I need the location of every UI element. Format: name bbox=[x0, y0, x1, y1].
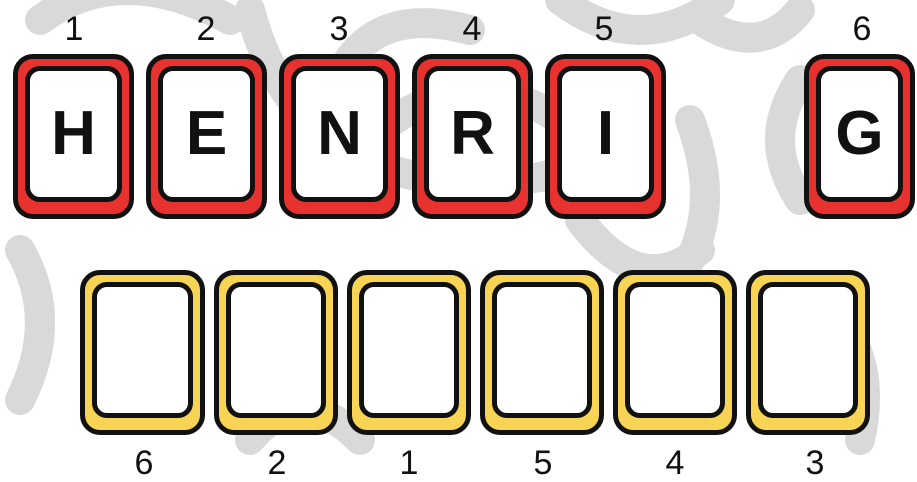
clue-tile-4: R bbox=[412, 54, 533, 219]
answer-slot-4[interactable] bbox=[480, 270, 604, 435]
answer-number-4: 5 bbox=[513, 446, 573, 480]
clue-letter: I bbox=[597, 103, 614, 165]
answer-slot-2[interactable] bbox=[214, 270, 338, 435]
answer-number-6: 3 bbox=[785, 446, 845, 480]
clue-tile-face: H bbox=[25, 66, 122, 202]
answer-number-2: 2 bbox=[247, 446, 307, 480]
clue-letter: H bbox=[51, 103, 96, 165]
answer-slot-5[interactable] bbox=[613, 270, 737, 435]
clue-tile-face: N bbox=[291, 66, 388, 202]
clue-tile-2: E bbox=[146, 54, 267, 219]
clue-tile-face: I bbox=[557, 66, 654, 202]
answer-slot-face[interactable] bbox=[625, 282, 725, 418]
answer-slot-6[interactable] bbox=[746, 270, 870, 435]
clue-tile-face: G bbox=[816, 66, 903, 202]
clue-number-2: 2 bbox=[176, 12, 236, 46]
clue-number-1: 1 bbox=[44, 12, 104, 46]
answer-number-3: 1 bbox=[379, 446, 439, 480]
clue-letter: E bbox=[186, 103, 227, 165]
clue-tile-face: R bbox=[424, 66, 521, 202]
answer-slot-face[interactable] bbox=[492, 282, 592, 418]
clue-letter: R bbox=[450, 103, 495, 165]
clue-tile-6: G bbox=[804, 54, 915, 219]
clue-tile-1: H bbox=[13, 54, 134, 219]
answer-slot-face[interactable] bbox=[359, 282, 459, 418]
answer-slot-face[interactable] bbox=[758, 282, 858, 418]
clue-number-4: 4 bbox=[442, 12, 502, 46]
answer-slot-1[interactable] bbox=[80, 270, 205, 435]
answer-number-1: 6 bbox=[114, 446, 174, 480]
clue-letter: G bbox=[835, 103, 883, 165]
answer-number-5: 4 bbox=[645, 446, 705, 480]
answer-slot-3[interactable] bbox=[347, 270, 471, 435]
clue-tile-3: N bbox=[279, 54, 400, 219]
clue-letter: N bbox=[317, 103, 362, 165]
clue-tile-5: I bbox=[545, 54, 666, 219]
clue-number-5: 5 bbox=[574, 12, 634, 46]
clue-number-3: 3 bbox=[309, 12, 369, 46]
answer-slot-face[interactable] bbox=[226, 282, 326, 418]
clue-number-6: 6 bbox=[832, 12, 892, 46]
answer-slot-face[interactable] bbox=[92, 282, 193, 418]
clue-tile-face: E bbox=[158, 66, 255, 202]
